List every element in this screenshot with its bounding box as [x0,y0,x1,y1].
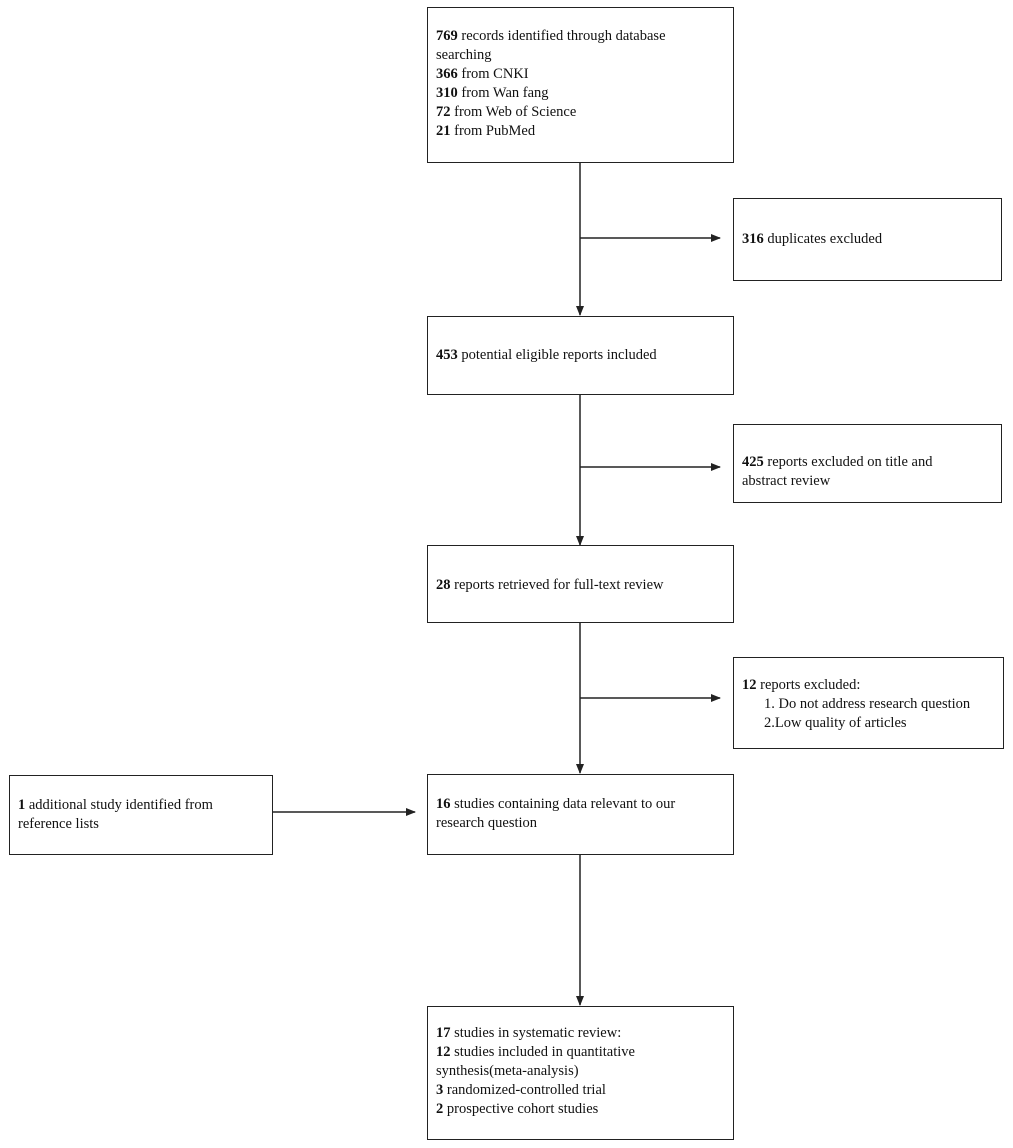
line-text: studies included in quantitative [454,1044,635,1060]
line-text: potential eligible reports included [461,347,657,363]
relevant-line-2: research question [436,814,725,833]
systematic-line-5: 2 prospective cohort studies [436,1100,725,1119]
excluded-reports-line-2: 1. Do not address research question [742,695,995,714]
excluded-title-line-1: 425 reports excluded on title and [742,453,993,472]
identified-line-3: 366 from CNKI [436,65,725,84]
line-text: additional study identified from [28,797,213,813]
count-number: 1 [18,797,26,813]
identified-line-4: 310 from Wan fang [436,84,725,103]
systematic-line-1: 17 studies in systematic review: [436,1024,725,1043]
systematic-box: 17 studies in systematic review:12 studi… [427,1006,734,1140]
line-text: abstract review [742,473,831,489]
identified-line-1: 769 records identified through database [436,27,725,46]
fulltext-box: 28 reports retrieved for full-text revie… [427,545,734,623]
systematic-line-3: synthesis(meta-analysis) [436,1062,725,1081]
line-text: searching [436,47,492,63]
duplicates-box: 316 duplicates excluded [733,198,1002,281]
count-number: 17 [436,1025,451,1041]
count-number: 21 [436,123,451,139]
count-number: 3 [436,1082,444,1098]
count-number: 2 [436,1101,444,1117]
line-text: reports excluded on title and [767,454,933,470]
line-text: 2.Low quality of articles [764,715,907,731]
identified-line-6: 21 from PubMed [436,122,725,141]
line-text: records identified through database [461,28,666,44]
additional-line-2: reference lists [18,815,264,834]
line-text: randomized-controlled trial [446,1082,606,1098]
excluded-reports-line-3: 2.Low quality of articles [742,714,995,733]
line-text: from PubMed [454,123,536,139]
line-text: research question [436,815,538,831]
excluded-reports-line-1: 12 reports excluded: [742,676,995,695]
line-text: synthesis(meta-analysis) [436,1063,579,1079]
line-text: 1. Do not address research question [764,696,971,712]
relevant-box: 16 studies containing data relevant to o… [427,774,734,855]
count-number: 769 [436,28,458,44]
count-number: 425 [742,454,764,470]
count-number: 316 [742,231,764,247]
line-text: reports retrieved for full-text review [454,577,664,593]
systematic-line-2: 12 studies included in quantitative [436,1043,725,1062]
fulltext-line-1: 28 reports retrieved for full-text revie… [436,576,725,595]
count-number: 72 [436,104,451,120]
line-text: prospective cohort studies [446,1101,599,1117]
count-number: 28 [436,577,451,593]
line-text: from Web of Science [454,104,577,120]
excluded-reports-box: 12 reports excluded:1. Do not address re… [733,657,1004,749]
line-text: studies in systematic review: [454,1025,622,1041]
count-number: 310 [436,85,458,101]
systematic-line-4: 3 randomized-controlled trial [436,1081,725,1100]
eligible-box: 453 potential eligible reports included [427,316,734,395]
line-text: reference lists [18,816,99,832]
count-number: 16 [436,796,451,812]
count-number: 366 [436,66,458,82]
count-number: 12 [742,677,757,693]
relevant-line-1: 16 studies containing data relevant to o… [436,795,725,814]
eligible-line-1: 453 potential eligible reports included [436,346,725,365]
excluded-title-line-2: abstract review [742,472,993,491]
count-number: 453 [436,347,458,363]
line-text: duplicates excluded [767,231,883,247]
line-text: from Wan fang [461,85,549,101]
additional-line-1: 1 additional study identified from [18,796,264,815]
duplicates-line-1: 316 duplicates excluded [742,230,993,249]
line-text: studies containing data relevant to our [454,796,676,812]
line-text: from CNKI [461,66,529,82]
count-number: 12 [436,1044,451,1060]
identified-line-2: searching [436,46,725,65]
line-text: reports excluded: [760,677,861,693]
identified-line-5: 72 from Web of Science [436,103,725,122]
